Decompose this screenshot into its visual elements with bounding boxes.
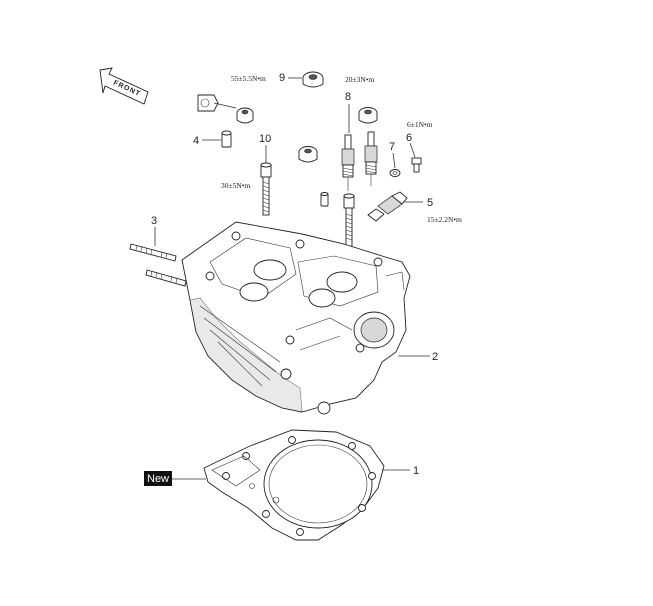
part-8-spark-plug-left [341, 134, 355, 191]
part-8-spark-plug-right [364, 131, 378, 186]
part-6-screw [411, 157, 422, 173]
callout-1: 1 [413, 465, 419, 477]
part-7-washer [389, 169, 401, 177]
new-badge: New [144, 471, 172, 486]
new-badge-label: New [147, 473, 169, 485]
torque-part-6: 6±1N•m [407, 120, 433, 129]
center-flange-nut [298, 146, 318, 163]
torque-part-10: 30±5N•m [221, 181, 250, 190]
cap-nut-with-wrench-symbol [197, 94, 254, 124]
part-4-dowel-pin [221, 130, 232, 148]
center-dowel-pin [320, 192, 329, 207]
callout-3: 3 [151, 215, 157, 227]
torque-part-8: 20±3N•m [345, 75, 374, 84]
front-arrow-icon: FRONT [99, 67, 149, 105]
cylinder-head-bolt-center [343, 193, 355, 247]
torque-part-9: 55±5.5N•m [231, 74, 266, 83]
callout-6: 6 [406, 132, 412, 144]
callout-8: 8 [345, 91, 351, 103]
part-9-flange-nut [302, 71, 324, 88]
callout-7: 7 [389, 141, 395, 153]
torque-part-5: 15±2.2N•m [427, 215, 462, 224]
part-5-temperature-sensor [367, 191, 408, 222]
part-3-studs [129, 243, 187, 287]
part-1-head-gasket [203, 429, 385, 541]
callout-4: 4 [193, 135, 199, 147]
callout-2: 2 [432, 351, 438, 363]
callout-5: 5 [427, 197, 433, 209]
upper-flange-nut [358, 107, 378, 124]
part-10-cylinder-head-bolt [260, 162, 272, 216]
callout-10: 10 [259, 133, 271, 145]
callout-9: 9 [279, 72, 285, 84]
part-2-cylinder-head [181, 221, 411, 415]
